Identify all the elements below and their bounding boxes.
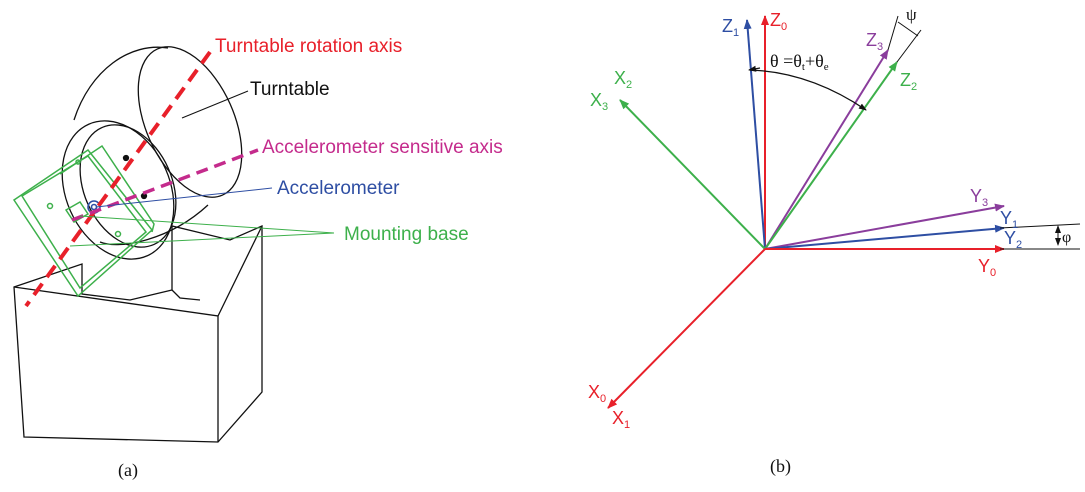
panel-b-caption: (b) [770,456,791,477]
phi-dimension [999,223,1081,250]
z2-axis [764,61,898,250]
x0-label: X0 [588,382,606,405]
y2-label: Y2 [1004,228,1022,251]
mounting-base-label: Mounting base [344,224,469,245]
turntable-label: Turntable [250,79,330,100]
panel-b: Z1 Z0 Z3 Z2 X2 X3 X0 X1 Y3 Y1 Y2 Y0 ψ φ … [588,5,1081,477]
accelerometer-sensitive-axis-line [71,148,259,222]
z1-label: Z1 [722,16,739,39]
theta-arc-start [748,65,761,72]
y1-label: Y1 [1000,208,1018,231]
mounting-base-leader-2 [69,232,335,247]
accelerometer-label: Accelerometer [277,178,400,199]
z3-axis [764,49,889,250]
x1-label: X1 [612,408,630,431]
accelerometer-leader [95,187,273,208]
y1-y2-axis [764,224,1005,250]
rotation-axis-label: Turntable rotation axis [215,36,402,57]
z1-axis [743,19,766,250]
turntable-rotation-axis-line [24,50,212,308]
y3-label: Y3 [970,186,988,209]
pedestal [13,225,263,443]
x0-x1-axis [607,248,766,409]
z0-label: Z0 [770,10,787,33]
theta-equation: θ =θt+θe [770,51,829,73]
z3-label: Z3 [866,30,883,53]
psi-label: ψ [906,5,917,24]
sensitive-axis-label: Accelerometer sensitive axis [262,137,503,158]
theta-arc [749,69,867,111]
x2-x3-axis [619,99,766,250]
y0-label: Y0 [978,256,996,279]
panel-a-caption: (a) [118,460,138,481]
psi-dimension [887,15,922,63]
turntable-leader [181,90,249,119]
x2-label: X2 [614,68,632,91]
mounting-base [12,144,155,298]
phi-label: φ [1062,229,1071,246]
x3-label: X3 [590,90,608,113]
z2-label: Z2 [900,70,917,93]
panel-a: Turntable rotation axis Turntable Accele… [12,36,503,481]
mounting-base-leader-1 [79,215,335,234]
turntable-body [61,46,243,260]
y3-axis [764,203,1005,250]
